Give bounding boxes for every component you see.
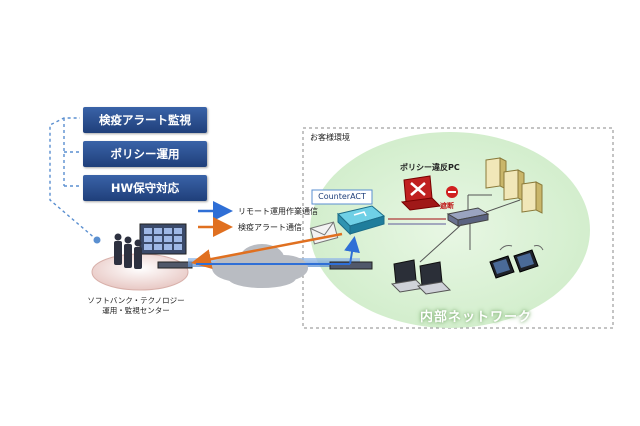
smartphone-icon [513,249,539,273]
customer-environment-box [302,127,614,329]
network-switch-icon [446,207,490,227]
legend-alert-label: 検疫アラート通信 [238,223,302,232]
violation-pc-label: ポリシー違反PC [400,163,460,172]
service-policy-operation: ポリシー運用 [83,141,207,167]
legend-remote-label: リモート運用作業通信 [238,207,318,216]
counteract-label: CounterACT [318,192,366,201]
block-icon [446,186,458,198]
laptop-icon [390,259,426,293]
alert-mail-icon [309,221,339,245]
network-links [419,194,521,263]
alert-flow-line [191,232,343,269]
customer-environment-label: お客様環境 [310,133,350,142]
remote-flow-line [344,236,360,265]
service-hw-maintenance: HW保守対応 [83,175,207,201]
violation-pc-icon [400,175,442,211]
soc-appliance-icon [157,261,193,269]
service-connector [49,117,98,241]
connector-dot [93,236,101,244]
soc-label-line2: 運用・監視センター [102,306,170,315]
service-quarantine-alert-monitoring: 検疫アラート監視 [83,107,207,133]
soc-label: ソフトバンク・テクノロジー 運用・監視センター [76,296,196,316]
operators-icon [114,233,142,269]
counteract-label-box [311,189,373,205]
counteract-appliance-icon [337,205,386,236]
server-icon [503,169,525,202]
server-icon [485,157,507,190]
laptop-icon [416,261,452,295]
internal-network-label: 内部ネットワーク [420,310,533,325]
smartphone-icon [489,255,515,279]
server-icon [521,181,543,214]
block-label: 遮断 [440,202,454,210]
soc-label-line1: ソフトバンク・テクノロジー [87,296,185,305]
wireless-icon [499,245,544,251]
